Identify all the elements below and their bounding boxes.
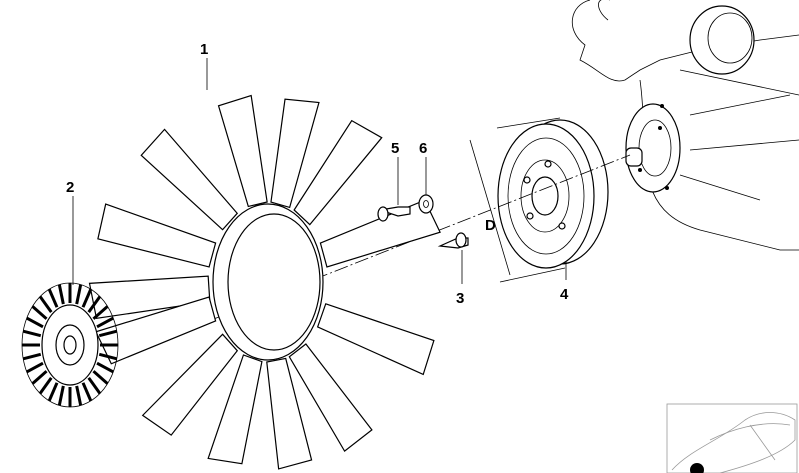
- clutch-fin: [47, 382, 59, 402]
- clutch-fin: [75, 284, 83, 305]
- clutch-fin: [57, 385, 65, 406]
- clutch-fin: [87, 295, 102, 314]
- clutch-fin: [26, 316, 44, 329]
- callout-3: 3: [456, 290, 464, 307]
- location-marker-icon: [690, 463, 704, 473]
- callout-d: D: [485, 217, 496, 234]
- bolt-3: [437, 232, 469, 249]
- fan-blade: [266, 357, 313, 470]
- clutch-fin: [26, 361, 44, 374]
- clutch-fin: [31, 370, 48, 385]
- callout-6: 6: [419, 140, 427, 157]
- water-pump-flange: [625, 103, 681, 193]
- fan-hub-opening: [227, 213, 321, 351]
- leader-lines: [72, 58, 567, 285]
- fan-blade: [97, 203, 217, 268]
- clutch-fin: [81, 288, 93, 308]
- fan-blade: [140, 128, 239, 231]
- fan: [88, 94, 441, 470]
- clutch-fin: [57, 284, 65, 305]
- washer-6: [418, 194, 434, 214]
- fan-blade: [288, 343, 373, 453]
- fan-blade: [316, 303, 435, 376]
- fan-clutch: [21, 282, 119, 408]
- clutch-fin: [81, 382, 93, 402]
- clutch-fin: [38, 295, 53, 314]
- fan-blade: [293, 119, 383, 226]
- clutch-fin: [98, 329, 118, 338]
- clutch-fin: [22, 352, 42, 361]
- clutch-fin: [96, 361, 114, 374]
- fan-blade: [270, 98, 320, 209]
- clutch-fin: [87, 376, 102, 395]
- callout-4: 4: [560, 286, 569, 303]
- fan-blade: [319, 199, 441, 268]
- pulley: [469, 117, 609, 283]
- fan-blade: [207, 354, 263, 465]
- clutch-fin: [92, 305, 109, 320]
- clutch-fin: [22, 329, 42, 338]
- callout-1: 1: [200, 41, 208, 58]
- clutch-fin: [47, 288, 59, 308]
- fan-blade: [88, 275, 211, 320]
- vehicle-locator-thumbnail[interactable]: [666, 403, 798, 473]
- clutch-fin: [92, 370, 109, 385]
- fan-blade: [141, 333, 239, 436]
- clutch-fin: [98, 352, 118, 361]
- callout-2: 2: [66, 179, 74, 196]
- clutch-fin: [31, 305, 48, 320]
- clutch-fin: [96, 316, 114, 329]
- bolt-5: [377, 206, 411, 222]
- fan-blade: [217, 94, 268, 208]
- clutch-fin: [38, 376, 53, 395]
- callout-5: 5: [391, 140, 399, 157]
- clutch-fin: [75, 385, 83, 406]
